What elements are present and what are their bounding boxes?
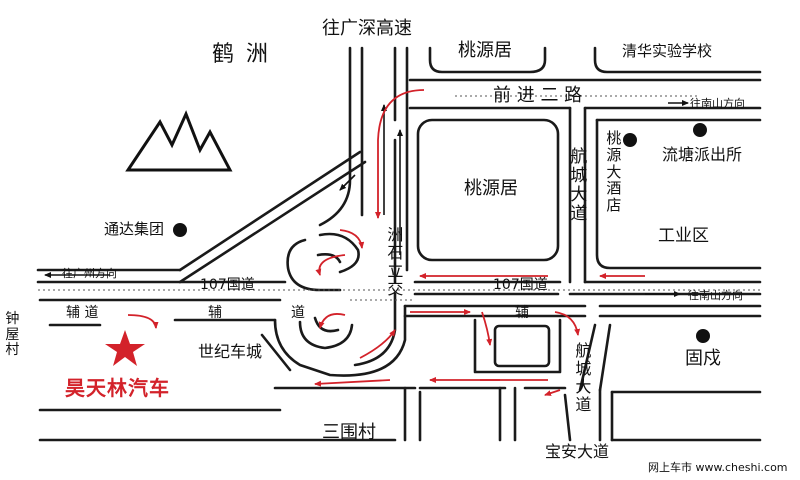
label-taoyuanju-center: 桃源居 [464,178,518,199]
label-tongda: 通达集团 [104,220,165,238]
label-hangcheng-upper: 航城大道 [570,147,588,225]
direction-arrows [44,100,689,297]
label-zhoushi: 洲石立交 [387,225,404,298]
label-to-nanshan-right: 往南山方向 [688,289,743,302]
label-fudao-mid: 道 [291,305,305,321]
road-lines [36,46,762,442]
label-baoan: 宝安大道 [545,442,610,461]
dotted-route-lines [38,95,760,301]
label-fudao-left-2: 辅 [208,305,222,321]
mountain-icon [125,110,233,172]
label-fudao-left-1: 辅 道 [66,305,99,321]
label-taoyuanju-top: 桃源居 [458,40,512,61]
label-liutang-police: 流塘派出所 [662,145,743,164]
label-dealer: 昊天林汽车 [65,376,170,400]
landmark-dots [173,123,710,343]
label-guxu: 固戍 [685,348,721,369]
label-107-right: 107国道 [493,277,548,293]
label-hangcheng-lower: 航城大道 [575,341,592,414]
route-arrows [127,89,645,396]
label-industrial: 工业区 [658,226,709,246]
label-to-guangshen: 往广深高速 [322,18,412,39]
label-zhongwu: 钟屋村 [5,311,20,359]
label-fudao-right: 辅 [515,305,529,321]
label-shiji: 世纪车城 [198,342,263,361]
label-sanwei: 三围村 [322,422,376,443]
label-taoyuan-hotel: 桃源大酒店 [606,129,622,215]
watermark: 网上车市 www.cheshi.com [648,461,788,474]
label-107-left: 107国道 [200,277,255,293]
label-to-guangzhou: 往广州方向 [62,267,117,280]
label-qianjin: 前 进 二 路 [493,85,583,106]
label-to-nanshan-top: 往南山方向 [690,97,745,110]
label-tsinghua: 清华实验学校 [622,42,713,60]
label-heshou: 鹤洲 [212,42,281,67]
dealer-star-icon [105,330,145,366]
